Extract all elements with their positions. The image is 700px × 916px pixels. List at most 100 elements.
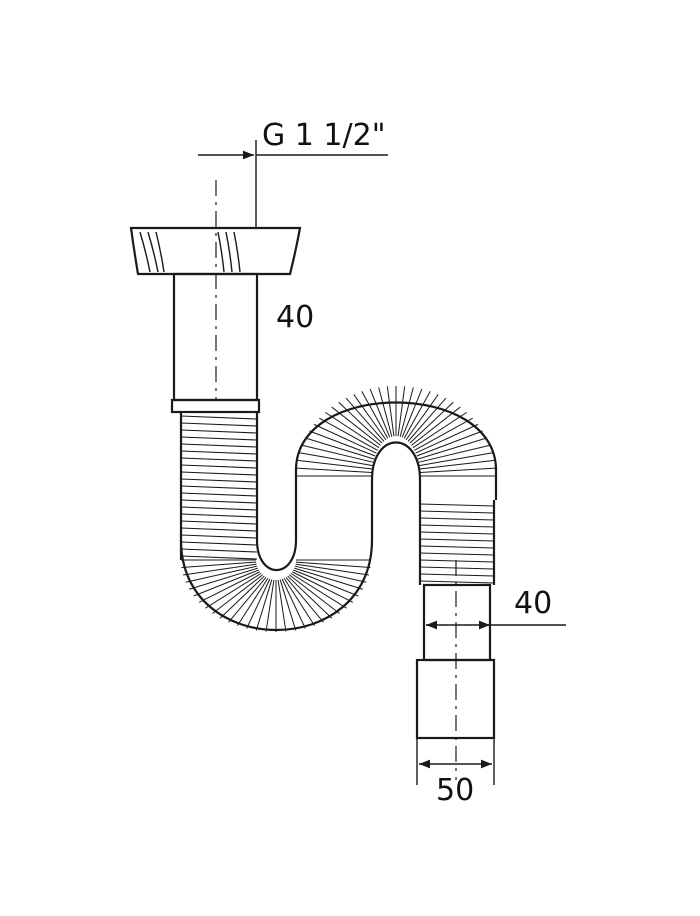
corrugation-rib <box>294 565 367 583</box>
corrugation-rib <box>180 478 258 483</box>
corrugation-rib <box>419 459 495 470</box>
corrugation-rib <box>378 387 393 437</box>
corrugation-rib <box>180 443 258 448</box>
corrugation-rib <box>407 397 447 442</box>
corrugation-rib <box>299 452 373 467</box>
corrugation-rib <box>180 506 258 511</box>
corrugation-rib <box>305 437 375 460</box>
corrugation-rib <box>419 552 495 556</box>
right-corrugated-hose <box>418 500 496 585</box>
corrugation-rib <box>419 524 495 528</box>
thread-dimension: G 1 1/2" <box>198 118 388 228</box>
corrugation-rib <box>419 452 493 467</box>
corrugation-rib <box>193 569 259 597</box>
corrugation-rib <box>397 386 406 437</box>
corrugation-rib <box>281 578 306 629</box>
corrugation-rib <box>418 444 491 463</box>
outlet-pipe <box>422 583 492 662</box>
corrugation-rib <box>331 406 381 446</box>
corrugation-rib <box>265 579 275 632</box>
corrugation-rib <box>180 520 258 525</box>
corrugation-rib <box>180 464 258 469</box>
corrugation-rib <box>181 561 257 569</box>
corrugation-rib <box>290 572 347 609</box>
corrugation-rib <box>401 388 423 438</box>
corrugation-rib <box>419 517 495 521</box>
corrugation-rib <box>416 430 483 457</box>
corrugation-rib <box>180 492 258 497</box>
corrugation-rib <box>419 559 495 563</box>
corrugation-rib <box>277 579 287 632</box>
corrugation-rib <box>255 579 273 631</box>
corrugation-rib <box>386 386 395 437</box>
corrugation-rib <box>228 577 267 623</box>
corrugation-rib <box>419 566 495 570</box>
corrugation-rib <box>189 567 258 590</box>
corrugation-rib <box>294 567 363 590</box>
corrugation-rib <box>287 575 333 619</box>
corrugation-rib <box>180 450 258 455</box>
outlet-diameter-label: 40 <box>514 586 552 621</box>
corrugation-rib <box>180 527 258 532</box>
corrugation-rib <box>419 503 495 507</box>
corrugation-rib <box>296 467 373 474</box>
thread-nut <box>129 226 302 276</box>
corrugation-rib <box>419 573 495 577</box>
corrugation-rib <box>180 457 258 462</box>
socket-diameter-label: 50 <box>436 773 474 808</box>
corrugation-rib <box>283 578 316 627</box>
corrugation-rib <box>180 485 258 490</box>
corrugation-rib <box>419 510 495 514</box>
corrugation-rib <box>279 579 297 631</box>
corrugation-rib <box>289 574 340 614</box>
corrugation-rib <box>412 411 467 449</box>
corrugation-rib <box>180 548 258 553</box>
corrugation-rib <box>338 401 383 444</box>
outlet-diameter-dimension: 40 <box>426 586 566 630</box>
corrugation-rib <box>399 387 414 437</box>
corrugation-rib <box>415 423 479 454</box>
corrugation-rib <box>409 401 454 444</box>
corrugation-rib <box>419 545 495 549</box>
corrugation-rib <box>405 394 439 441</box>
corrugation-rib <box>180 534 258 539</box>
corrugation-rib <box>180 513 258 518</box>
inlet-diameter-label: 40 <box>276 300 314 335</box>
corrugation-rib <box>180 499 258 504</box>
corrugation-rib <box>361 391 389 439</box>
corrugation-rib <box>325 411 380 449</box>
corrugation-rib <box>419 467 496 474</box>
corrugation-rib <box>180 541 258 546</box>
corrugation-rib <box>183 563 257 576</box>
corrugation-rib <box>301 444 374 463</box>
corrugation-rib <box>419 538 495 542</box>
corrugation-rib <box>411 406 461 446</box>
corrugation-rib <box>353 394 387 441</box>
corrugation-rib <box>417 437 487 460</box>
corrugation-rib <box>295 561 371 569</box>
corrugation-rib <box>180 555 258 560</box>
corrugation-rib <box>212 574 263 614</box>
corrugation-rib <box>419 531 495 535</box>
corrugation-rib <box>313 423 377 454</box>
corrugation-rib <box>236 578 269 627</box>
corrugation-rib <box>246 578 271 629</box>
corrugation-rib <box>185 565 258 583</box>
corrugation-rib <box>297 459 373 470</box>
corrugation-rib <box>419 580 495 584</box>
corrugation-rib <box>403 391 431 439</box>
corrugation-rib <box>285 577 324 623</box>
corrugation-rib <box>319 417 378 451</box>
corrugation-rib <box>180 471 258 476</box>
socket-dimension: 50 <box>416 738 495 808</box>
corrugation-rib <box>198 571 261 603</box>
corrugated-bends <box>179 386 498 632</box>
corrugation-rib <box>180 415 258 420</box>
corrugation-rib <box>205 572 262 609</box>
corrugation-rib <box>293 569 359 597</box>
corrugation-rib <box>309 430 376 457</box>
corrugation-rib <box>295 563 369 576</box>
corrugation-rib <box>180 436 258 441</box>
thread-size-label: G 1 1/2" <box>262 118 386 153</box>
corrugation-rib <box>345 397 385 442</box>
